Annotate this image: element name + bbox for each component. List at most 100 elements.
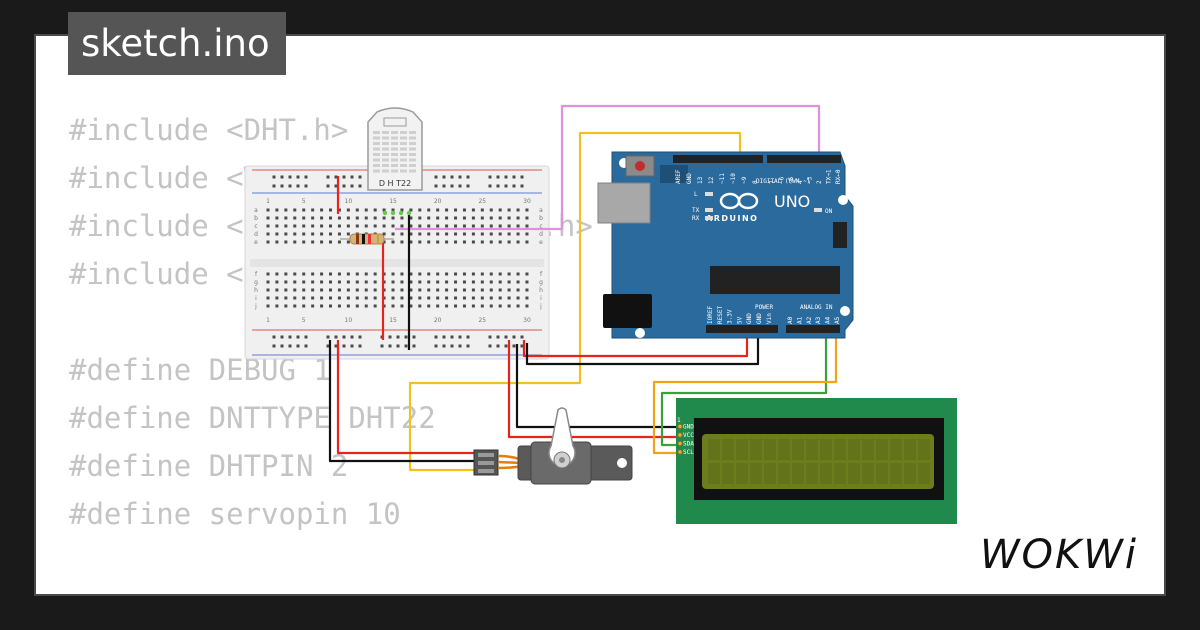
led-rx-label: RX: [692, 215, 700, 222]
wires: [328, 104, 838, 472]
wire-red-power: [522, 330, 749, 358]
servo-motor[interactable]: [473, 407, 633, 485]
lcd-pin-label: SDA: [683, 441, 694, 448]
breadboard-row-label: a: [254, 207, 258, 214]
analog-pin-label: A5: [834, 316, 841, 324]
led-l-label: L: [694, 191, 698, 198]
wire-black-lcd: [515, 344, 680, 429]
breadboard-row-label: c: [539, 223, 542, 230]
code-line: #define DHTPIN 2: [69, 449, 349, 483]
digital-pin-label: ~5: [788, 176, 795, 184]
breadboard-row-label: f: [540, 271, 543, 278]
led-tx-label: TX: [692, 207, 700, 214]
breadboard-row-label: b: [539, 215, 543, 222]
digital-pin-label: AREF: [675, 169, 682, 184]
lcd-character-cells: [708, 439, 930, 484]
lcd-pin1-label: 1: [677, 417, 681, 424]
power-pin-label: RESET: [717, 306, 724, 324]
arduino-infinity-logo: [719, 192, 759, 210]
lcd-pin-label: SCL: [683, 449, 694, 456]
code-line: #include <DHT.h>: [69, 113, 349, 147]
power-pin-label: GND: [746, 313, 753, 324]
breadboard-column-number: 15: [389, 198, 397, 205]
power-pin-label: Vin: [766, 313, 773, 324]
breadboard-column-number: 1: [266, 198, 270, 205]
wire-orange-scl: [652, 330, 838, 455]
dht22-sensor[interactable]: D H T22: [367, 107, 423, 216]
breadboard-row-label: c: [254, 223, 257, 230]
power-pin-label: 3.3V: [727, 309, 734, 324]
breadboard-column-number: 1: [266, 317, 270, 324]
lcd-pin-label: GND: [683, 424, 694, 431]
wire-pink: [395, 104, 821, 231]
wokwi-logo-text: WOKWi: [980, 532, 1138, 578]
analog-pin-label: A0: [787, 316, 794, 324]
digital-pin-label: 13: [697, 176, 704, 184]
lcd-pin-hole: [677, 449, 683, 455]
analog-pin-label: A3: [815, 316, 822, 324]
breadboard-column-number: 30: [523, 317, 531, 324]
lcd-pin-label: VCC: [683, 432, 694, 439]
digital-pin-label: ~10: [730, 173, 737, 184]
breadboard-row-label: e: [539, 239, 543, 246]
digital-pin-label: 7: [769, 180, 776, 184]
power-pin-label: 5V: [736, 316, 743, 324]
resistor[interactable]: [340, 233, 394, 245]
analog-header: ANALOG IN: [800, 304, 833, 311]
breadboard-row-label: d: [254, 231, 258, 238]
dht22-grille: [373, 131, 416, 173]
analog-pin-label: A2: [806, 316, 813, 324]
breadboard-column-number: 15: [389, 317, 397, 324]
breadboard-row-label: j: [539, 303, 542, 310]
led-on-label: ON: [825, 208, 833, 215]
wire-green-sda: [660, 330, 828, 447]
breadboard-row-label: h: [254, 287, 258, 294]
breadboard-row-label: g: [539, 279, 543, 286]
breadboard-row-label: f: [255, 271, 258, 278]
breadboard-column-number: 10: [345, 317, 353, 324]
breadboard-column-number: 25: [478, 317, 486, 324]
power-pin-label: GND: [756, 313, 763, 324]
analog-pin-label: A4: [825, 316, 832, 324]
digital-pin-label: 8: [752, 180, 759, 184]
breadboard-row-label: g: [254, 279, 258, 286]
breadboard-row-label: e: [254, 239, 258, 246]
code-line: #define DNTTYPE DHT22: [69, 401, 436, 435]
digital-pin-label: ~11: [719, 173, 726, 184]
power-pin-label: IOREF: [707, 306, 714, 324]
breadboard-column-number: 5: [302, 317, 306, 324]
breadboard-row-label: i: [540, 295, 542, 302]
filename-tab[interactable]: sketch.ino: [68, 12, 286, 75]
digital-pin-label: RX←0: [835, 169, 842, 184]
code-line: #define servopin 10: [69, 497, 401, 531]
digital-pin-label: ~6: [778, 176, 785, 184]
lcd-pin-hole: [677, 440, 683, 447]
arduino-brand: ARDUINO: [706, 214, 758, 223]
digital-pin-label: ~3: [807, 176, 814, 184]
breadboard-column-number: 30: [523, 198, 531, 205]
lcd-pin-hole: [677, 423, 683, 430]
digital-pin-label: ~9: [741, 176, 748, 184]
wokwi-logo[interactable]: WOKWi: [976, 526, 1152, 582]
lcd-pin-hole: [677, 432, 683, 438]
wire-black-servo: [328, 340, 478, 463]
preview-card: #include <DHT.h>#include <Wire.h>#includ…: [34, 34, 1166, 596]
wire-red-servo: [336, 340, 478, 455]
digital-pin-label: TX→1: [825, 169, 832, 184]
wire-red-lcd: [507, 340, 680, 439]
breadboard-column-number: 20: [434, 317, 442, 324]
dht22-label: D H T22: [379, 179, 411, 188]
breadboard-row-label: i: [255, 295, 257, 302]
breadboard-row-label: h: [539, 287, 543, 294]
breadboard-row-label: a: [539, 207, 543, 214]
breadboard-row-label: b: [254, 215, 258, 222]
dht22-pins: [382, 210, 412, 216]
